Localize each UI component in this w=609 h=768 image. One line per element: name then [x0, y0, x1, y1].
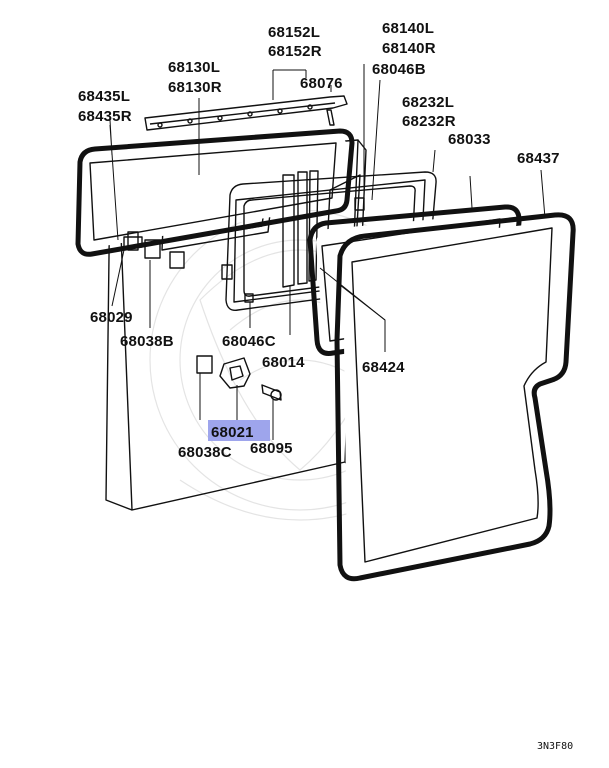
window-rubber-68435	[75, 128, 355, 257]
label-68014: 68014	[262, 354, 305, 371]
latch-68021	[196, 355, 282, 401]
label-68033: 68033	[448, 131, 491, 148]
label-68152L: 68152L	[268, 24, 320, 41]
label-68130L: 68130L	[168, 59, 220, 76]
label-68232R: 68232R	[402, 113, 456, 130]
label-68424: 68424	[362, 359, 405, 376]
label-68140L: 68140L	[382, 20, 434, 37]
hinge-brackets	[144, 239, 185, 269]
diagram-code: 3N3F80	[537, 741, 573, 752]
label-68046B: 68046B	[372, 61, 426, 78]
label-68038C: 68038C	[178, 444, 232, 461]
label-68038B: 68038B	[120, 333, 174, 350]
leader-lines	[109, 64, 546, 440]
label-68046C: 68046C	[222, 333, 276, 350]
label-68152R: 68152R	[268, 43, 322, 60]
roof-rail-68152	[144, 95, 348, 131]
label-68029: 68029	[90, 309, 133, 326]
label-68021: 68021	[211, 424, 254, 441]
label-68232L: 68232L	[402, 94, 454, 111]
part-labels: 68152L 68152R 68140L 68140R 68130L 68130…	[78, 20, 560, 461]
weatherstrip-68437	[334, 212, 576, 582]
label-68095: 68095	[250, 440, 293, 457]
label-68076: 68076	[300, 75, 343, 92]
small-clips	[123, 197, 365, 303]
highlight-68021	[208, 420, 270, 441]
label-68130R: 68130R	[168, 79, 222, 96]
label-68435R: 68435R	[78, 108, 132, 125]
label-68437: 68437	[517, 150, 560, 167]
label-68435L: 68435L	[78, 88, 130, 105]
label-68140R: 68140R	[382, 40, 436, 57]
